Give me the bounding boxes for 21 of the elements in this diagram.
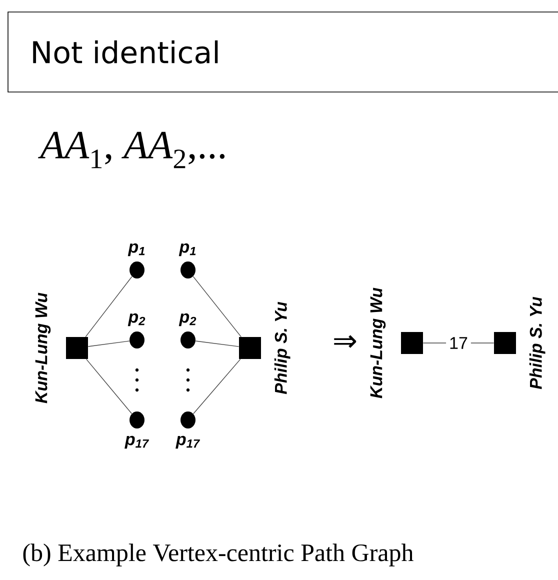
author-label: Kun-Lung Wu: [370, 288, 386, 398]
author-label: Kun-Lung Wu: [35, 292, 51, 404]
edge-line: [193, 358, 241, 414]
caption: (b) Example Vertex-centric Path Graph: [23, 544, 414, 566]
path-label: p$_{2}$: [128, 313, 146, 326]
path-label: p$_{17}$: [124, 436, 150, 449]
path-label: p$_{2}$: [178, 313, 196, 326]
formula-text: AA$_{1}$, AA$_{2}$,...: [38, 132, 225, 168]
heading-box: Not identical: [8, 12, 558, 92]
author-label: Philip S. Yu: [274, 302, 290, 394]
edge-line: [85, 276, 132, 338]
path-label: p$_{17}$: [176, 436, 200, 449]
edge-label: 17: [450, 337, 468, 349]
author-label: Philip S. Yu: [529, 296, 546, 390]
edge-line: [88, 340, 130, 347]
edge-line: [195, 340, 240, 347]
path-label: p$_{1}$: [128, 243, 145, 256]
edge-line: [86, 358, 132, 414]
edge-line: [192, 276, 242, 338]
implies-symbol: ⇒: [334, 335, 356, 348]
path-label: p$_{1}$: [178, 243, 196, 256]
